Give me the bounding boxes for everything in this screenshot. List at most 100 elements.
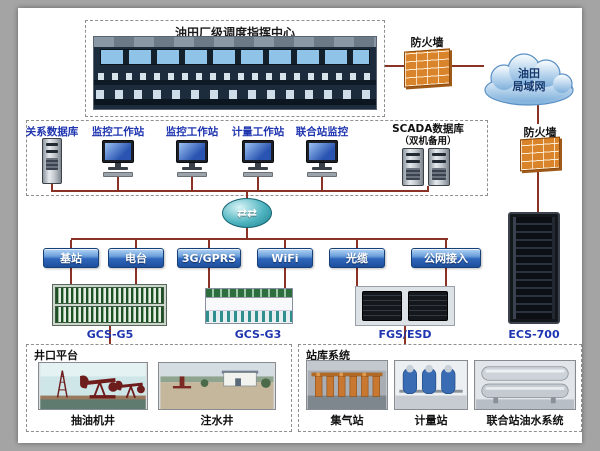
connector-line bbox=[70, 268, 72, 284]
photo-monitor-row bbox=[96, 90, 374, 99]
scada-server-icon bbox=[402, 148, 424, 186]
connector-line bbox=[321, 176, 323, 190]
firewall-icon bbox=[404, 48, 450, 88]
connector-line bbox=[284, 268, 286, 288]
scada-db-label: SCADA数据库 bbox=[392, 123, 464, 135]
workstation-label-monitor-2: 监控工作站 bbox=[165, 126, 219, 138]
wellhead-platform-title: 井口平台 bbox=[34, 349, 78, 362]
lan-cloud: 油田 局域网 bbox=[480, 46, 578, 110]
metering-station-label: 计量站 bbox=[414, 414, 448, 427]
connector-line bbox=[284, 240, 286, 248]
connector-line bbox=[135, 240, 137, 248]
device-label-gcs-g3: GCS-G3 bbox=[234, 328, 282, 341]
connector-line bbox=[537, 170, 539, 212]
scada-db-sublabel: （双机备用） bbox=[399, 136, 457, 147]
station-system-box bbox=[298, 344, 582, 432]
device-label-ecs-700: ECS-700 bbox=[508, 328, 560, 341]
monitor-icon bbox=[176, 140, 208, 163]
device-fgs-esd bbox=[355, 286, 455, 326]
gas-gathering-label: 集气站 bbox=[330, 414, 364, 427]
photo-ceiling bbox=[94, 37, 376, 47]
connector-line bbox=[51, 190, 429, 192]
router-arrows: ⇄⇄ bbox=[236, 206, 258, 220]
gas-gathering-illustration bbox=[307, 361, 387, 409]
device-label-gcs-g5: GCS-G5 bbox=[86, 328, 134, 341]
firewall-right-label: 防火墙 bbox=[523, 126, 557, 139]
station-system-title: 站库系统 bbox=[306, 349, 350, 362]
connector-line bbox=[117, 176, 119, 190]
connector-line bbox=[70, 240, 72, 248]
combined-station-label: 联合站油水系统 bbox=[486, 414, 564, 427]
link-button-base-station: 基站 bbox=[43, 248, 99, 268]
device-gcs-g3 bbox=[205, 288, 293, 324]
device-ecs-700-cabinet bbox=[508, 212, 560, 324]
connector-line bbox=[404, 326, 406, 344]
connector-line bbox=[109, 326, 111, 344]
control-room-photo bbox=[93, 36, 377, 110]
workstation-icon bbox=[175, 140, 209, 180]
connector-line bbox=[356, 240, 358, 248]
wellhead-platform-box bbox=[26, 344, 292, 432]
connector-line bbox=[135, 268, 137, 284]
link-button-radio: 电台 bbox=[108, 248, 164, 268]
scada-server-icon bbox=[428, 148, 450, 186]
connector-line bbox=[208, 240, 210, 248]
device-gcs-g5 bbox=[52, 284, 167, 326]
fgs-module bbox=[408, 291, 448, 321]
connector-line bbox=[246, 192, 248, 198]
separator-tanks-illustration bbox=[476, 361, 574, 409]
connector-line bbox=[257, 176, 259, 190]
workstation-label-station-monitor: 联合站监控 bbox=[295, 126, 349, 138]
monitor-icon bbox=[242, 140, 274, 163]
connector-line bbox=[537, 102, 539, 124]
connector-line bbox=[71, 238, 448, 240]
monitor-icon bbox=[306, 140, 338, 163]
device-label-fgs-esd: FGS/ESD bbox=[378, 328, 432, 341]
gas-gathering-photo bbox=[306, 360, 388, 410]
workstation-group-box bbox=[26, 120, 488, 196]
injection-well-photo bbox=[158, 362, 276, 410]
connector-line bbox=[356, 268, 358, 286]
link-button-optical: 光缆 bbox=[329, 248, 385, 268]
photo-video-wall bbox=[100, 49, 370, 65]
pumpjack-illustration bbox=[40, 363, 146, 409]
cloud-label: 油田 局域网 bbox=[480, 46, 578, 110]
workstation-label-monitor-1: 监控工作站 bbox=[91, 126, 145, 138]
injection-well-label: 注水井 bbox=[200, 414, 234, 427]
connector-line bbox=[385, 65, 404, 67]
connector-line bbox=[246, 228, 248, 238]
metering-station-illustration bbox=[395, 361, 467, 409]
link-button-wifi: WiFi bbox=[257, 248, 313, 268]
connector-line bbox=[450, 65, 484, 67]
fgs-module bbox=[362, 291, 402, 321]
connector-line bbox=[51, 184, 53, 190]
connector-line bbox=[445, 240, 447, 248]
workstation-icon bbox=[101, 140, 135, 180]
pumping-well-label: 抽油机井 bbox=[71, 414, 115, 427]
injection-well-illustration bbox=[160, 363, 274, 409]
workstation-label-metering: 计量工作站 bbox=[231, 126, 285, 138]
cloud-label-line1: 油田 bbox=[518, 67, 540, 81]
firewall-top-label: 防火墙 bbox=[410, 36, 444, 49]
monitor-icon bbox=[102, 140, 134, 163]
link-button-3g-gprs: 3G/GPRS bbox=[177, 248, 241, 268]
metering-station-photo bbox=[394, 360, 468, 410]
workstation-icon bbox=[241, 140, 275, 180]
router-icon: ⇄⇄ bbox=[222, 198, 272, 228]
workstation-label-database: 关系数据库 bbox=[25, 126, 79, 138]
photo-monitor-row bbox=[98, 73, 372, 80]
connector-line bbox=[445, 268, 447, 286]
photo-desk bbox=[94, 80, 376, 85]
connector-line bbox=[427, 186, 429, 190]
connector-line bbox=[191, 176, 193, 190]
workstation-icon bbox=[305, 140, 339, 180]
cloud-label-line2: 局域网 bbox=[512, 80, 546, 93]
database-server-icon bbox=[42, 138, 62, 184]
cloud-icon bbox=[484, 53, 574, 106]
photo-desk bbox=[94, 99, 376, 105]
combined-station-photo bbox=[474, 360, 576, 410]
pumping-well-photo bbox=[38, 362, 148, 410]
link-button-public-network: 公网接入 bbox=[411, 248, 481, 268]
firewall-icon bbox=[520, 136, 560, 172]
